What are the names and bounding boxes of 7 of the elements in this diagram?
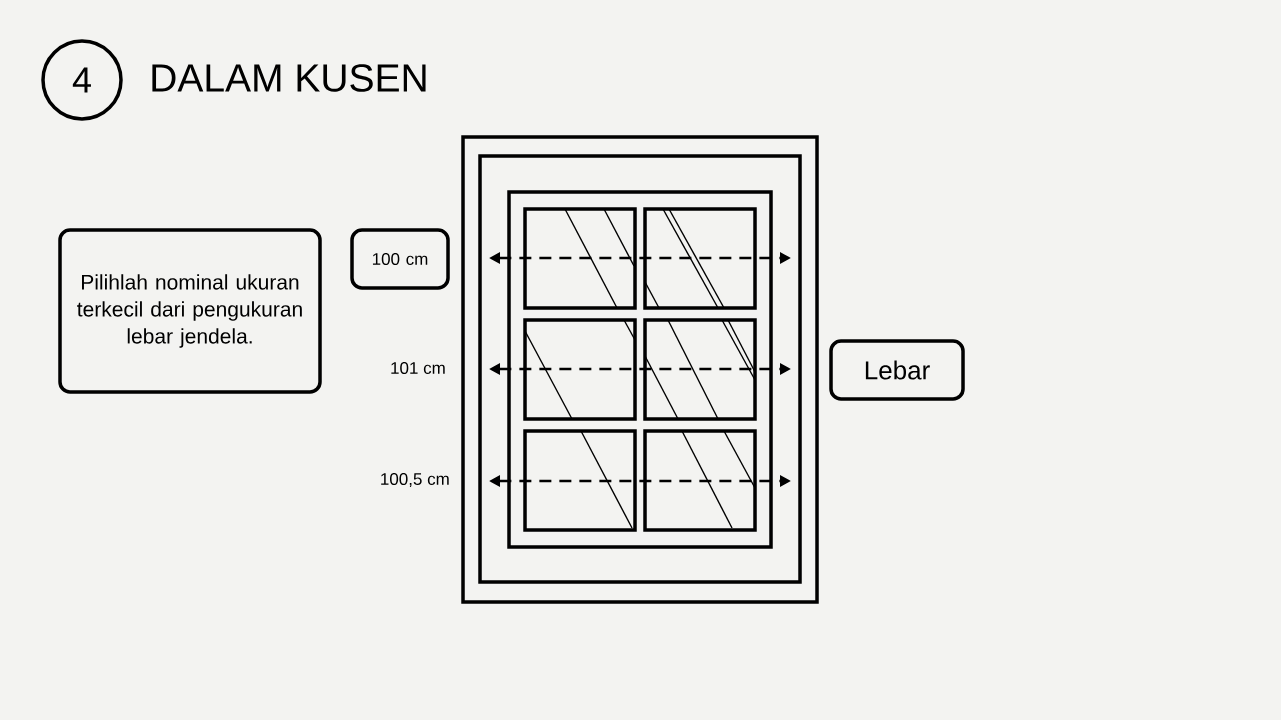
title: DALAM KUSEN xyxy=(152,64,426,92)
measurement-box: 100 cm xyxy=(350,228,450,290)
label-box: Lebar xyxy=(829,339,965,401)
step-number: 4 xyxy=(41,39,123,121)
measurement-label: 100,5 cm xyxy=(381,473,449,488)
measurement-label: 101 cm xyxy=(391,362,445,375)
note-box: Pilihlah nominal ukuran terkecil dari pengukuran lebar jendela. xyxy=(58,228,322,394)
